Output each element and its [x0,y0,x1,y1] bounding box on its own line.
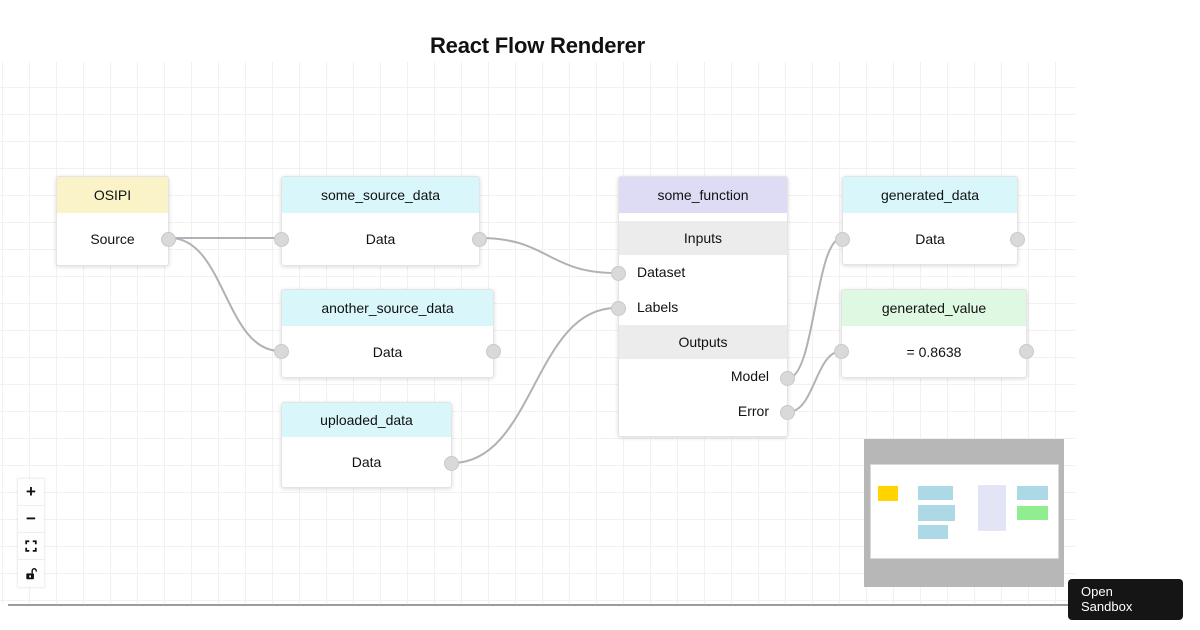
node-osipi[interactable]: OSIPI Source [56,176,176,266]
zoom-out-button[interactable]: − [18,506,44,533]
output-row-model: Model [619,359,787,394]
open-sandbox-label-line1: Open [1081,584,1113,599]
plus-icon: + [26,482,36,501]
node-some-source-data[interactable]: some_source_data Data [274,176,487,266]
handle-generated-data-out[interactable] [1010,232,1025,247]
node-generated-data-header: generated_data [843,177,1017,213]
page-title: React Flow Renderer [429,32,646,58]
minimap-node-some-function [978,485,1006,531]
handle-some-function-error[interactable] [780,405,795,420]
output-error-label: Error [737,403,769,419]
handle-another-source-data-out[interactable] [486,344,501,359]
input-row-dataset: Dataset [619,255,787,290]
fit-view-icon [25,540,37,552]
handle-generated-value-in[interactable] [834,344,849,359]
open-sandbox-label-line2: Sandbox [1081,599,1133,614]
minimap-node-generated-data [1017,486,1048,500]
fit-view-button[interactable] [18,533,44,560]
outputs-section-label: Outputs [619,325,787,359]
handle-some-source-data-out[interactable] [472,232,487,247]
node-some-source-data-output-label: Data [365,231,396,247]
node-uploaded-data-output-label: Data [351,454,382,470]
minimap-node-uploaded-data [918,525,948,539]
input-labels-label: Labels [637,299,679,315]
lock-toggle-button[interactable] [18,560,44,587]
output-model-label: Model [730,368,769,384]
node-osipi-output-label: Source [90,231,135,247]
minimap-node-another-source-data [918,505,955,521]
output-row-error: Error [619,394,787,429]
minimap-node-some-source-data [918,486,953,500]
node-generated-value[interactable]: generated_value = 0.8638 [834,289,1034,378]
node-uploaded-data[interactable]: uploaded_data Data [281,402,459,488]
zoom-in-button[interactable]: + [18,479,44,506]
handle-some-function-dataset[interactable] [611,266,626,281]
minus-icon: − [26,509,36,528]
inputs-section-label: Inputs [619,221,787,255]
node-some-function-header: some_function [619,177,787,213]
handle-some-source-data-in[interactable] [274,232,289,247]
node-some-source-data-header: some_source_data [282,177,479,213]
bottom-divider [8,604,1075,606]
node-some-function[interactable]: some_function Inputs Dataset Labels Outp… [611,176,795,437]
handle-some-function-labels[interactable] [611,301,626,316]
minimap-node-osipi [878,486,898,501]
node-uploaded-data-header: uploaded_data [282,403,451,437]
node-another-source-data-header: another_source_data [282,290,493,326]
node-osipi-header: OSIPI [57,177,168,213]
handle-another-source-data-in[interactable] [274,344,289,359]
node-generated-data[interactable]: generated_data Data [835,176,1025,265]
handle-generated-data-in[interactable] [835,232,850,247]
node-another-source-data[interactable]: another_source_data Data [274,289,501,378]
input-row-labels: Labels [619,290,787,325]
node-generated-value-header: generated_value [842,290,1026,326]
node-another-source-data-output-label: Data [372,344,403,360]
handle-uploaded-data-out[interactable] [444,456,459,471]
open-sandbox-button[interactable]: Open Sandbox [1068,579,1183,620]
node-some-function-spacer [619,213,787,221]
minimap-node-generated-value [1017,506,1048,520]
flow-controls: + − [18,479,44,587]
handle-generated-value-out[interactable] [1019,344,1034,359]
minimap[interactable] [864,439,1064,587]
node-generated-value-output-label: = 0.8638 [906,344,962,360]
unlock-icon [26,567,37,579]
handle-some-function-model[interactable] [780,371,795,386]
input-dataset-label: Dataset [637,264,686,280]
node-generated-data-output-label: Data [915,231,945,247]
handle-osipi-source[interactable] [161,232,176,247]
